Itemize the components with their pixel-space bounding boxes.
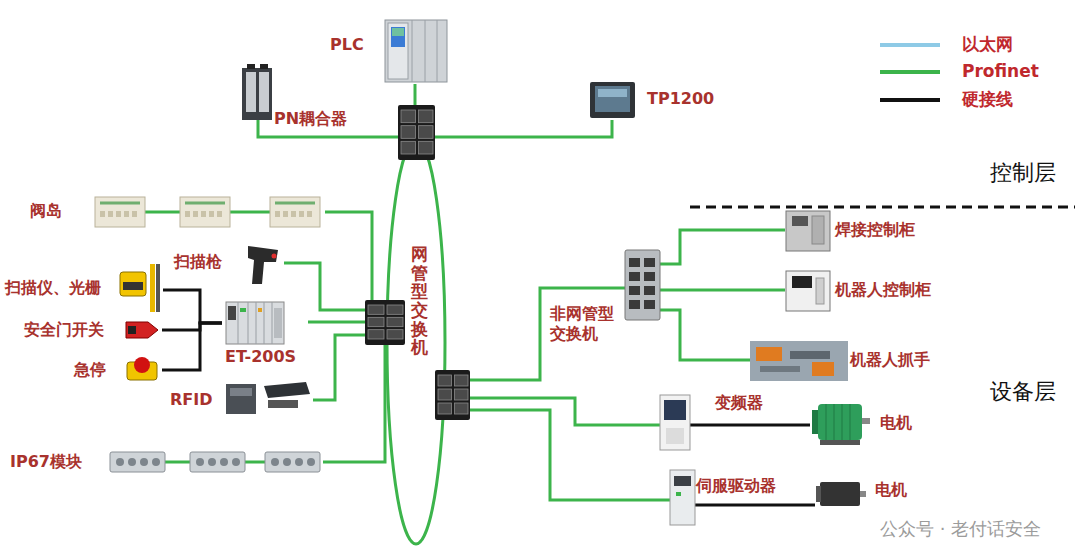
device-label: PN耦合器: [274, 109, 347, 129]
device-label: PLC: [330, 35, 364, 55]
device-node: 非网管型 交换机: [548, 248, 663, 348]
hardwire-link: [162, 323, 222, 370]
device-label: 急停: [74, 360, 106, 380]
profinet-link: [470, 410, 670, 500]
profinet-link: [470, 288, 625, 380]
device-node: IP67模块: [8, 446, 323, 478]
profinet-link: [435, 120, 612, 137]
profinet-link: [313, 335, 365, 400]
layer-label: 控制层: [990, 160, 1056, 186]
motor-icon: [812, 404, 870, 445]
hardwire-link: [690, 424, 810, 427]
device-label: 电机: [880, 413, 912, 433]
device-label: 阀岛: [30, 201, 62, 221]
device-label: 安全门开关: [24, 320, 104, 340]
device-node: 伺服驱动器: [668, 468, 798, 526]
managed-switch-icon: [398, 105, 435, 160]
managed-switch-icon: [435, 370, 470, 420]
device-node: RFID: [168, 378, 313, 418]
device-label: 非网管型 交换机: [550, 304, 622, 344]
profinet-link: [414, 84, 417, 105]
layer-divider: [690, 206, 1075, 209]
frequency-inverter-icon: [660, 395, 690, 450]
robot-gripper-icon: [750, 341, 848, 381]
profinet-link: [284, 263, 365, 310]
layer-label: 设备层: [990, 379, 1056, 405]
device-label: 伺服驱动器: [696, 476, 776, 496]
profinet-link: [325, 212, 372, 300]
rfid-icon: [226, 382, 310, 414]
legend-text: 以太网: [962, 34, 1013, 54]
pn-coupler-icon: [242, 64, 272, 120]
device-node: 机器人抓手: [748, 338, 943, 382]
profinet-link: [660, 230, 785, 264]
legend-line-ethernet: [880, 43, 940, 47]
device-node: 电机: [808, 398, 915, 448]
device-node: 急停: [72, 354, 162, 386]
device-node: 焊接控制柜: [783, 208, 935, 252]
device-node: 扫描仪、光栅: [3, 262, 163, 314]
profinet-link: [660, 289, 785, 292]
device-node: 变频器: [658, 391, 773, 452]
laser-scanner-light-curtain-icon: [120, 264, 160, 312]
device-label: RFID: [170, 390, 212, 410]
robot-cabinet-icon: [786, 271, 830, 311]
device-node: 电机: [813, 476, 913, 516]
servo-drive-icon: [670, 470, 695, 525]
legend-line-hardwire: [880, 98, 940, 102]
device-label: 扫描仪、光栅: [5, 278, 101, 298]
welding-cabinet-icon: [786, 211, 830, 251]
hardwire-link: [695, 504, 815, 507]
device-node: PN耦合器: [238, 63, 366, 133]
profinet-link: [308, 321, 365, 324]
legend-text: 硬接线: [962, 89, 1013, 109]
hardwire-link: [163, 290, 222, 323]
plc-icon: [385, 20, 447, 82]
device-node: 阀岛: [28, 192, 325, 232]
device-node: 机器人控制柜: [783, 268, 948, 312]
valve-island-icons: [95, 197, 320, 227]
device-node: 安全门开关: [22, 314, 162, 346]
safety-door-switch-icon: [126, 322, 158, 338]
device-node: PLC: [325, 18, 450, 84]
device-label: 机器人抓手: [850, 350, 930, 370]
profinet-link: [660, 310, 750, 360]
device-node: 扫描枪: [172, 238, 284, 288]
legend-text: Profinet: [962, 61, 1039, 81]
legend-line-profinet: [880, 70, 940, 74]
emergency-stop-icon: [127, 357, 157, 380]
device-label: 焊接控制柜: [835, 220, 915, 240]
scanner-gun-icon: [248, 246, 278, 284]
device-label: IP67模块: [10, 452, 82, 472]
device-label: 变频器: [715, 393, 763, 413]
managed-switch-ring: 网管型交换机: [360, 100, 475, 548]
ip67-module-icons: [110, 452, 320, 472]
profinet-link: [323, 345, 385, 462]
device-label: TP1200: [647, 89, 714, 109]
hmi-panel-icon: [590, 82, 635, 118]
watermark: 公众号 · 老付话安全: [880, 518, 1041, 540]
device-label: ET-200S: [225, 347, 296, 367]
device-node: TP1200: [587, 78, 727, 122]
servo-motor-icon: [816, 482, 866, 506]
device-label: 电机: [875, 480, 907, 500]
managed-switch-icon: [365, 300, 405, 345]
unmanaged-switch-icon: [625, 250, 660, 320]
device-node: ET-200S: [222, 298, 308, 370]
device-label: 机器人控制柜: [835, 280, 931, 300]
device-label: 扫描枪: [174, 252, 222, 272]
et200s-icon: [226, 302, 284, 344]
vertical-label: 网管型交换机: [411, 245, 428, 357]
